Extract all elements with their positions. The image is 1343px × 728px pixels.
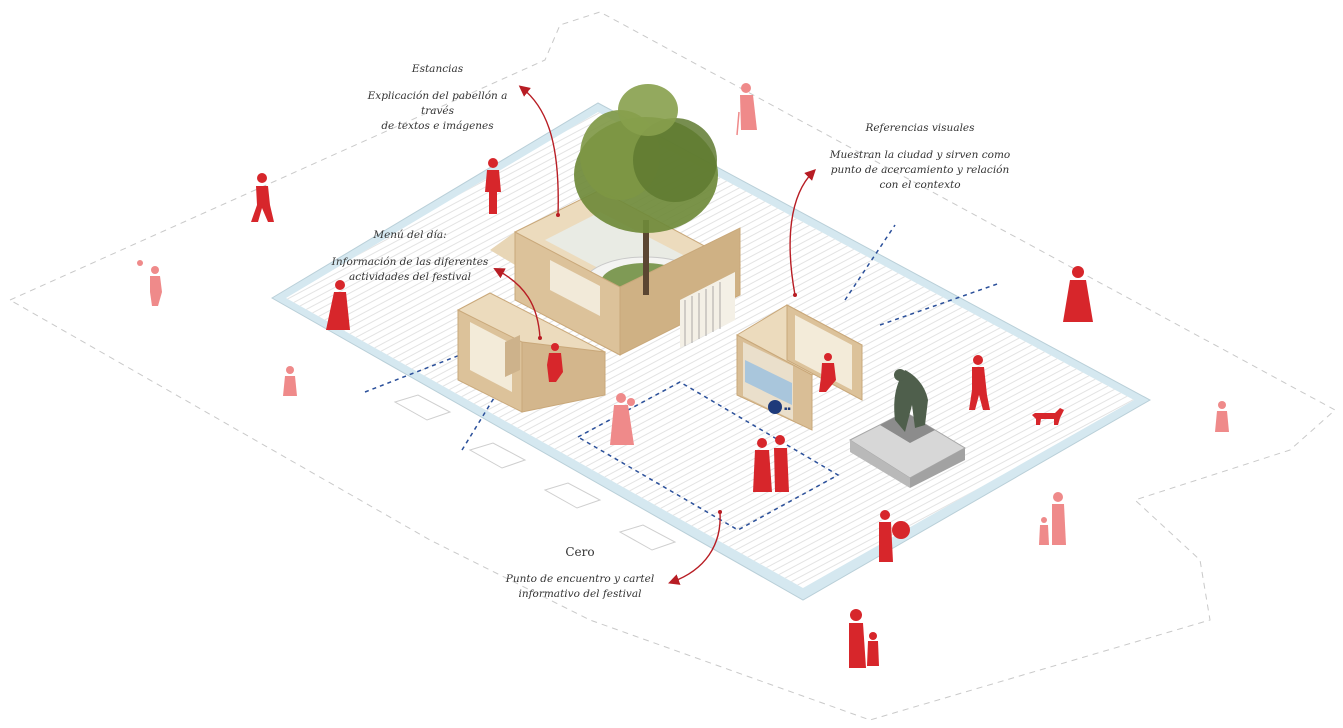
dog-icon (1032, 408, 1064, 425)
people (137, 83, 1229, 668)
annotation-arrows (493, 85, 816, 585)
menu-title: Menú del día: (373, 229, 447, 241)
left-module (456, 292, 607, 413)
menu-line-2: actividades del festival (349, 271, 471, 283)
estancias-line-2: de textos e imágenes (381, 120, 494, 132)
pedestrian-figure-icon (736, 83, 757, 136)
pedestrian-figure-icon (326, 280, 350, 330)
tree-icon (574, 84, 718, 295)
pedestrian-figure-icon (1215, 401, 1229, 432)
cero-line-2: informativo del festival (518, 588, 642, 600)
referencias-line-2: punto de acercamiento y relación (830, 164, 1010, 176)
pedestrian-figure-icon (879, 510, 910, 562)
pedestrian-figure-icon (283, 366, 297, 396)
arrow-origins (538, 213, 797, 514)
arrow-menu (493, 268, 541, 339)
pedestrian-figure-icon (547, 343, 563, 382)
menu-line-1: Información de las diferentes (331, 256, 489, 268)
referencias-line-1: Muestran la ciudad y sirven como (829, 149, 1011, 161)
ground-markers (393, 394, 677, 551)
pedestrian-figure-icon (485, 158, 501, 214)
logo-icon (768, 400, 782, 414)
pedestrian-figure-icon (251, 173, 274, 222)
annotation-estancias: Estancias Explicación del pabellón a tra… (350, 62, 525, 134)
referencias-line-3: con el contexto (879, 179, 961, 191)
annotation-cero: Cero Punto de encuentro y cartel informa… (495, 545, 665, 602)
pedestrian-figure-icon (137, 260, 162, 306)
statue-icon (848, 369, 967, 488)
pavilion-right-wall (619, 227, 741, 356)
annotation-referencias: Referencias visuales Muestran la ciudad … (825, 121, 1015, 193)
estancias-line-1: Explicación del pabellón a través (367, 90, 508, 117)
city-image-panel (745, 360, 792, 405)
pedestrian-figure-icon (849, 609, 879, 668)
annotation-menu: Menú del día: Información de las diferen… (330, 228, 490, 285)
arrow-referencias (789, 169, 816, 296)
pedestrian-figure-icon (819, 353, 836, 392)
referencias-title: Referencias visuales (865, 122, 975, 134)
pedestrian-figure-icon (1039, 492, 1066, 545)
pedestrian-figure-icon (753, 435, 789, 492)
arrow-estancias (518, 85, 559, 216)
pedestrian-figure-icon (969, 355, 990, 410)
arrow-cero (668, 511, 721, 585)
estancias-title: Estancias (411, 63, 464, 75)
pedestrian-figure-icon (610, 393, 635, 445)
cero-title: Cero (565, 545, 595, 559)
zone-lines (364, 224, 1001, 531)
svg-text:▪▪: ▪▪ (784, 406, 791, 412)
right-module: ▪▪ (735, 304, 864, 431)
cero-line-1: Punto de encuentro y cartel (505, 573, 655, 585)
pedestrian-figure-icon (1063, 266, 1093, 322)
